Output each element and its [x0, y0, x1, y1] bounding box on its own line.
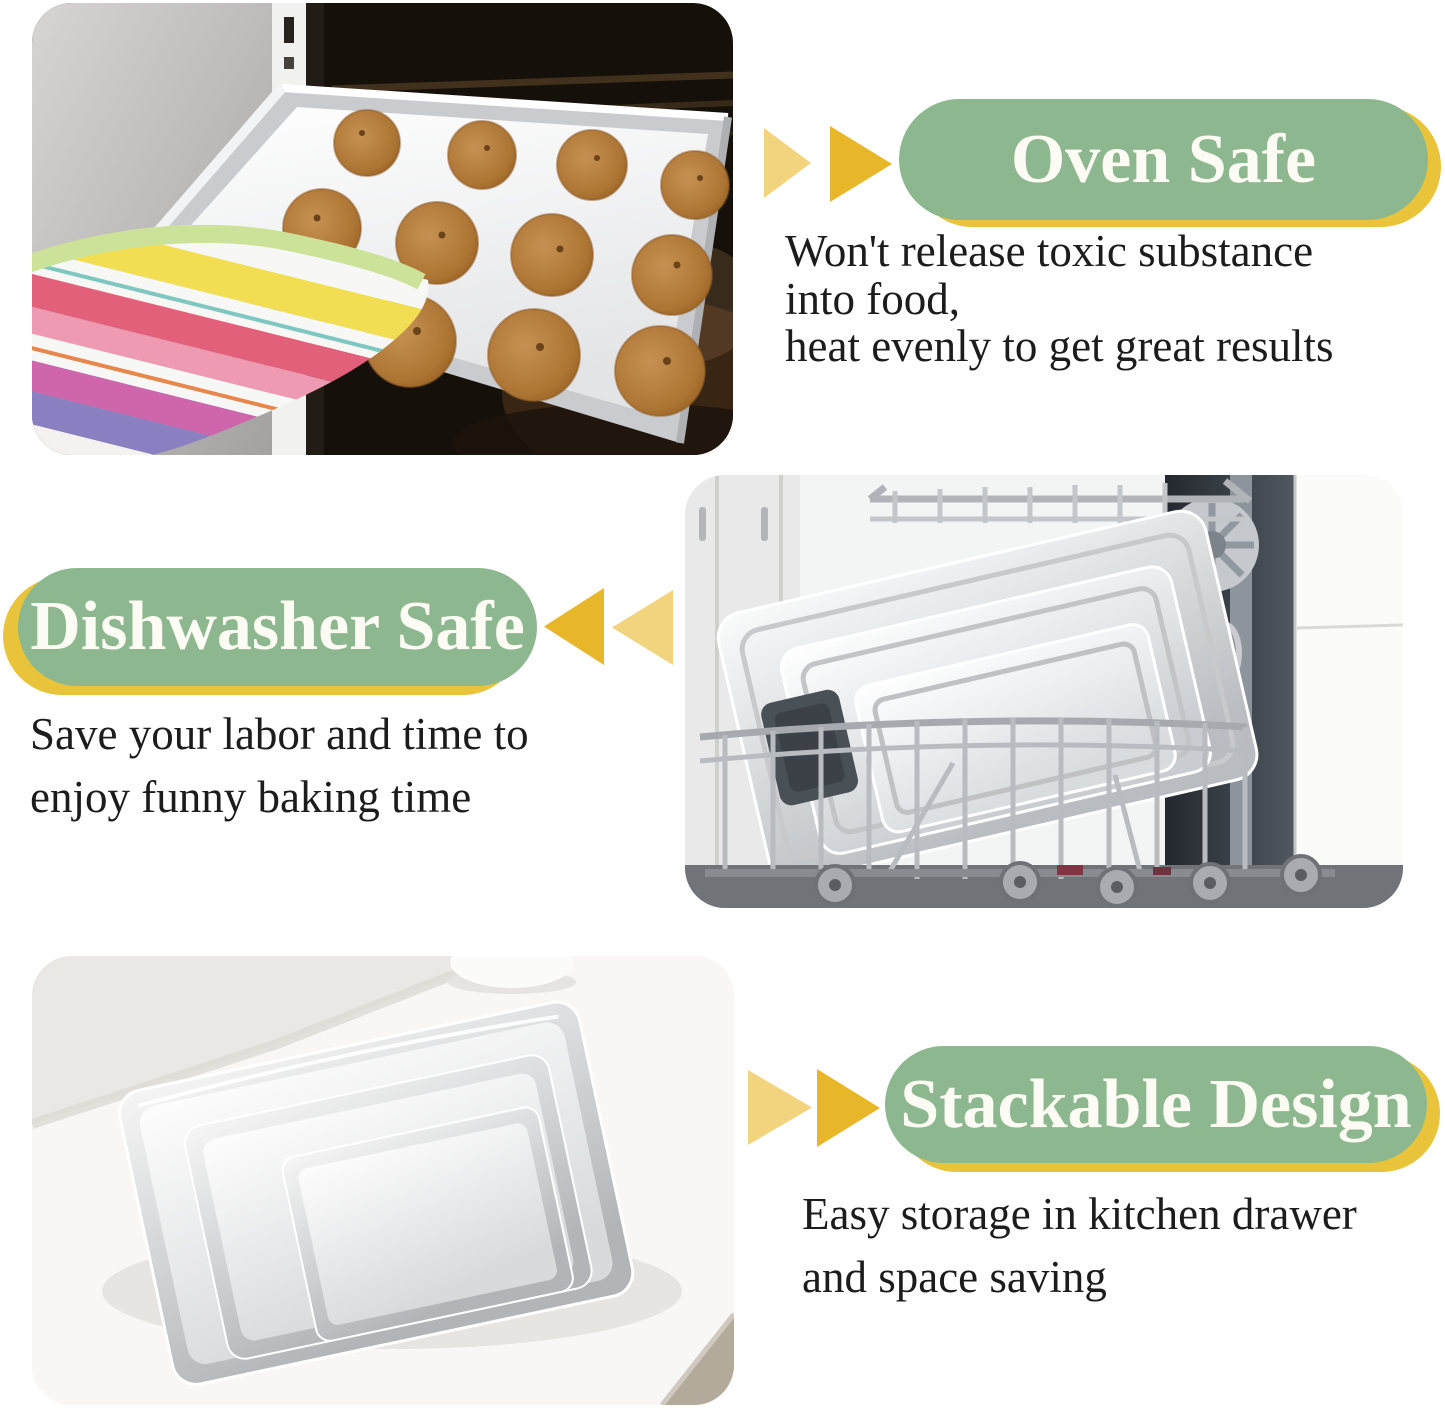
arrow-triangle-dark-icon	[544, 588, 604, 665]
feature-description-stackable-design: Easy storage in kitchen drawer and space…	[802, 1183, 1357, 1309]
feature-heading-pill-stackable-design: Stackable Design	[885, 1046, 1440, 1172]
feature-heading: Dishwasher Safe	[18, 568, 537, 686]
photo-stacked-trays-counter	[32, 956, 734, 1405]
arrow-triangle-light-icon	[748, 1070, 812, 1145]
feature-description-line: Won't release toxic substance	[785, 226, 1314, 276]
feature-description-line: Save your labor and time to	[30, 709, 529, 759]
arrow-triangle-light-icon	[612, 590, 673, 665]
stacked-trays-photo-illustration	[32, 956, 734, 1405]
arrow-triangle-light-icon	[764, 128, 811, 198]
arrow-triangle-dark-icon	[817, 1069, 880, 1147]
oven-photo-illustration	[32, 3, 733, 455]
feature-description-oven-safe: Won't release toxic substance into food,…	[785, 226, 1334, 371]
photo-trays-in-dishwasher	[685, 475, 1403, 908]
feature-description-line: into food,	[785, 273, 960, 324]
feature-description-line: and space saving	[802, 1252, 1107, 1302]
photo-oven-tray-cookies	[32, 3, 733, 455]
feature-description-line: heat evenly to get great results	[785, 321, 1334, 371]
dishwasher-photo-illustration	[685, 475, 1403, 908]
feature-description-line: Easy storage in kitchen drawer	[802, 1189, 1357, 1239]
feature-heading: Stackable Design	[885, 1046, 1427, 1163]
feature-description-dishwasher-safe: Save your labor and time to enjoy funny …	[30, 703, 529, 829]
feature-description-line: enjoy funny baking time	[30, 772, 472, 822]
arrow-triangle-dark-icon	[830, 126, 892, 202]
feature-heading: Oven Safe	[899, 99, 1428, 220]
feature-heading-pill-oven-safe: Oven Safe	[899, 99, 1441, 227]
feature-heading-pill-dishwasher-safe: Dishwasher Safe	[3, 568, 537, 695]
